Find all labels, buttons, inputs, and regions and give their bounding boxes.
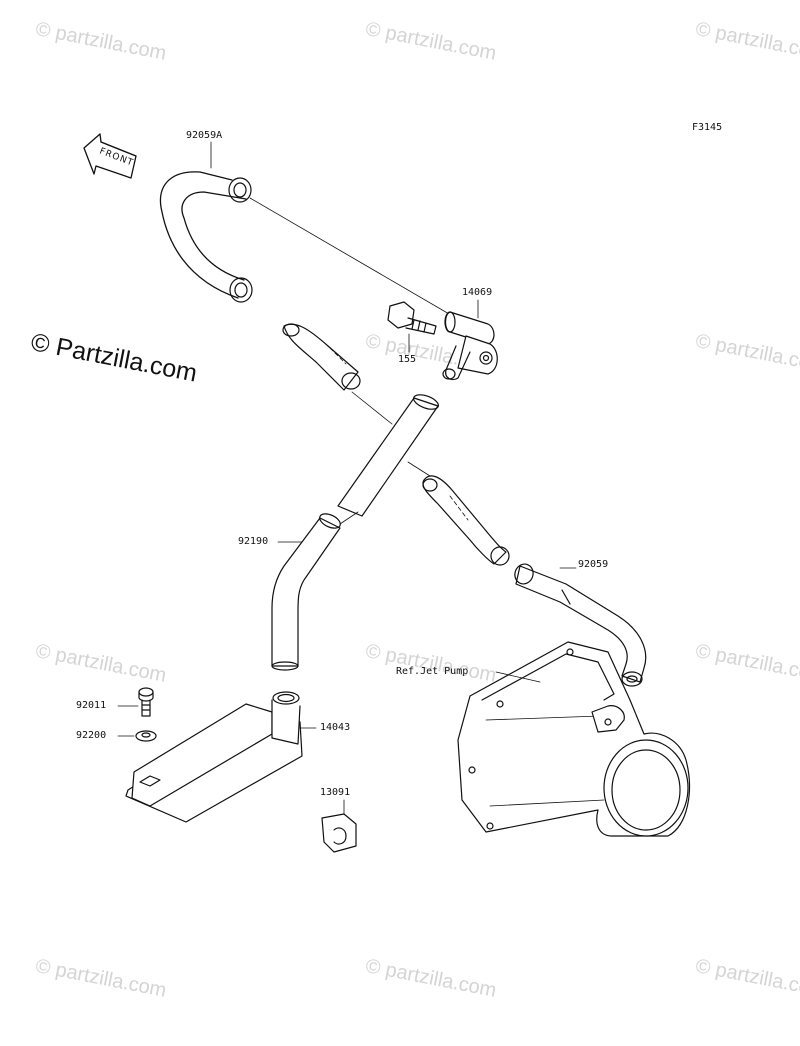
label-ref-jet-pump: Ref.Jet Pump [396,666,469,677]
label-92059: 92059 [578,559,609,570]
hose-92059a [160,171,253,303]
label-13091: 13091 [320,787,351,798]
front-arrow-icon: FRONT [83,133,137,179]
label-14069: 14069 [462,287,493,298]
label-155: 155 [398,354,417,365]
hose-92190-lower [271,513,341,671]
jet-pump [457,641,691,837]
damper-13091 [321,799,357,853]
hose-92190-upper [282,323,393,425]
bolt-155 [387,301,437,353]
fitting-14069 [442,311,498,381]
label-14043: 14043 [320,722,351,733]
label-92059a: 92059A [186,130,223,141]
label-92011: 92011 [76,700,107,711]
figure-code: F3145 [692,122,723,133]
screw-92011 [117,687,154,717]
hose-92190-middle [337,394,439,525]
bracket-14043 [125,691,317,823]
washer-92200 [117,730,157,742]
hose-connector-short [422,475,510,566]
label-92200: 92200 [76,730,107,741]
hose-92059 [514,563,647,687]
label-92190: 92190 [238,536,269,547]
